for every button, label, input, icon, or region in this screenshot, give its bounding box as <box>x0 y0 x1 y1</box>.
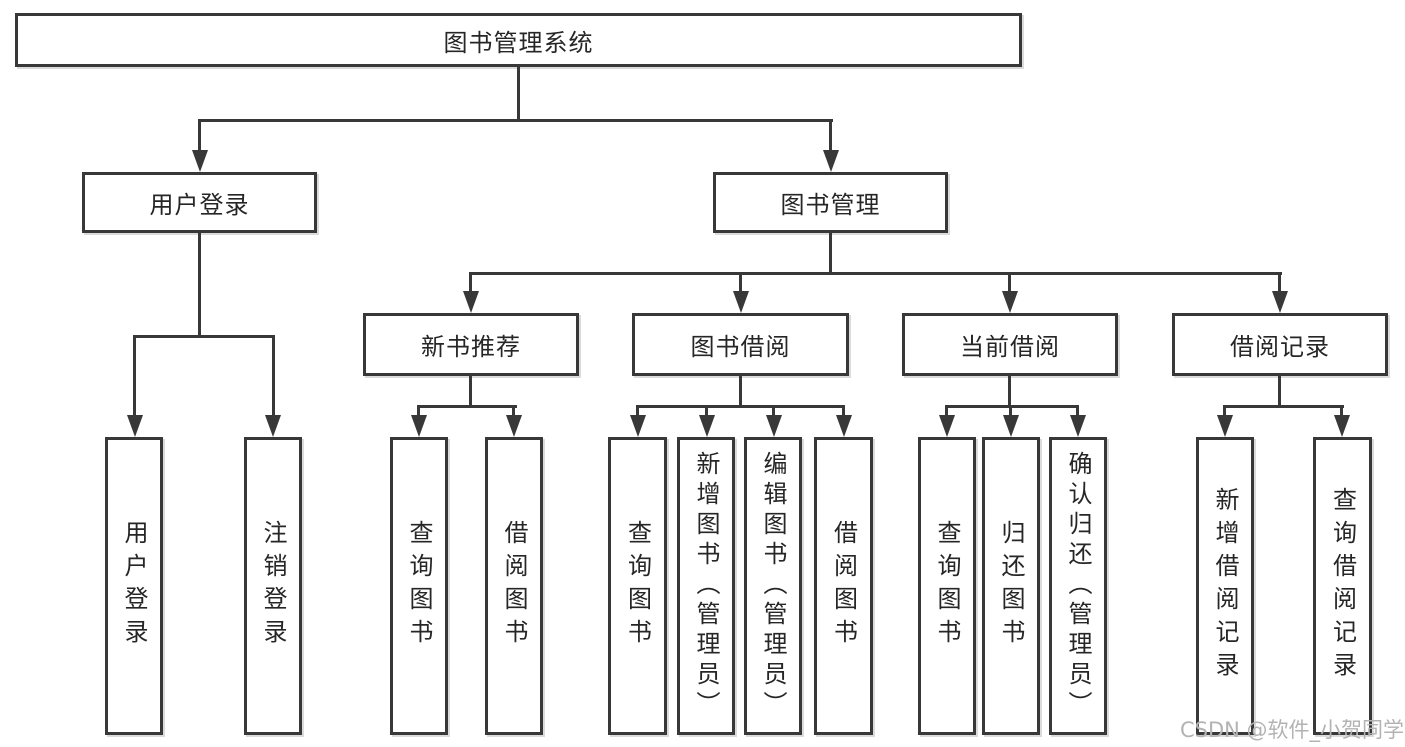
connector-arrowhead <box>1070 415 1086 437</box>
leaf-query-books-recommend: 查询图书 <box>390 437 448 735</box>
leaf-label: 新增借阅记录 <box>1211 487 1239 685</box>
connector-line <box>517 67 520 119</box>
connector-line <box>417 405 420 417</box>
connector-arrowhead <box>699 415 715 437</box>
connector-line <box>829 119 832 152</box>
node-book-borrowing: 图书借阅 <box>632 313 849 376</box>
connector-arrowhead <box>836 415 852 437</box>
leaf-label: 新增图书（管理员） <box>692 451 720 721</box>
connector-line <box>772 405 775 417</box>
leaf-label: 查询图书 <box>933 520 961 652</box>
node-label: 图书管理系统 <box>443 28 594 57</box>
node-user-login: 用户登录 <box>82 172 317 233</box>
connector-arrowhead <box>1217 415 1233 437</box>
connector-line <box>272 335 275 416</box>
node-label: 图书借阅 <box>690 333 791 361</box>
node-book-management: 图书管理 <box>713 172 948 233</box>
connector-arrowhead <box>1002 291 1018 313</box>
connector-arrowhead <box>127 415 143 437</box>
connector-line <box>705 405 708 417</box>
connector-line <box>1340 405 1343 417</box>
connector-arrowhead <box>463 291 479 313</box>
connector-line <box>1009 405 1012 417</box>
leaf-label: 注销登录 <box>259 520 287 652</box>
leaf-label: 编辑图书（管理员） <box>759 451 787 721</box>
connector-line <box>1008 376 1011 405</box>
node-label: 用户登录 <box>149 191 250 219</box>
connector-line <box>829 233 832 272</box>
node-label: 当前借阅 <box>960 333 1060 361</box>
node-current-borrowing: 当前借阅 <box>902 313 1118 376</box>
node-label: 借阅记录 <box>1230 333 1330 361</box>
leaf-label: 归还图书 <box>997 520 1025 652</box>
connector-arrowhead <box>1003 415 1019 437</box>
node-label: 图书管理 <box>780 191 881 219</box>
connector-arrowhead <box>411 415 427 437</box>
connector-arrowhead <box>265 415 281 437</box>
leaf-edit-books-admin: 编辑图书（管理员） <box>744 437 802 735</box>
connector-line <box>1008 272 1011 292</box>
connector-line <box>418 405 517 408</box>
connector-line <box>842 405 845 417</box>
connector-arrowhead <box>766 415 782 437</box>
connector-line <box>198 233 201 335</box>
node-library-management-system: 图书管理系统 <box>15 13 1022 67</box>
leaf-add-borrow-record: 新增借阅记录 <box>1196 437 1254 735</box>
node-borrowing-records: 借阅记录 <box>1172 313 1388 376</box>
connector-line <box>469 272 472 292</box>
leaf-logout-login: 注销登录 <box>244 437 302 735</box>
leaf-label: 查询图书 <box>405 520 433 652</box>
connector-line <box>1076 405 1079 417</box>
connector-arrowhead <box>506 415 522 437</box>
leaf-query-books-borrowing: 查询图书 <box>608 437 667 735</box>
connector-line <box>198 119 201 152</box>
leaf-return-books: 归还图书 <box>982 437 1040 735</box>
connector-arrowhead <box>823 150 839 172</box>
connector-line <box>469 272 1282 275</box>
connector-line <box>469 376 472 405</box>
connector-line <box>133 335 136 416</box>
connector-arrowhead <box>192 150 208 172</box>
connector-line <box>636 405 845 408</box>
connector-line <box>133 335 275 338</box>
connector-line <box>1223 405 1344 408</box>
csdn-watermark: CSDN @软件_小贺同学 <box>1180 718 1405 742</box>
connector-line <box>198 119 833 122</box>
leaf-label: 借阅图书 <box>829 520 858 652</box>
leaf-borrow-books-borrowing: 借阅图书 <box>814 437 873 735</box>
leaf-label: 借阅图书 <box>500 520 528 652</box>
connector-line <box>1223 405 1226 417</box>
connector-line <box>739 272 742 292</box>
connector-line <box>739 376 742 405</box>
leaf-query-books-current: 查询图书 <box>918 437 976 735</box>
connector-line <box>945 405 948 417</box>
connector-line <box>1278 376 1281 405</box>
leaf-label: 确认归还（管理员） <box>1064 451 1092 721</box>
leaf-label: 查询图书 <box>623 520 652 652</box>
leaf-add-books-admin: 新增图书（管理员） <box>677 437 735 735</box>
leaf-borrow-books-recommend: 借阅图书 <box>485 437 543 735</box>
leaf-label: 用户登录 <box>120 520 148 652</box>
leaf-confirm-return-admin: 确认归还（管理员） <box>1049 437 1107 735</box>
connector-line <box>512 405 515 417</box>
connector-arrowhead <box>939 415 955 437</box>
connector-line <box>1278 272 1281 292</box>
connector-arrowhead <box>630 415 646 437</box>
connector-arrowhead <box>733 291 749 313</box>
connector-line <box>945 405 1079 408</box>
connector-arrowhead <box>1334 415 1350 437</box>
node-new-book-recommendation: 新书推荐 <box>363 313 579 376</box>
connector-arrowhead <box>1272 291 1288 313</box>
connector-line <box>636 405 639 417</box>
leaf-query-borrow-record: 查询借阅记录 <box>1313 437 1372 735</box>
node-label: 新书推荐 <box>421 333 521 361</box>
leaf-label: 查询借阅记录 <box>1328 487 1357 685</box>
leaf-user-login: 用户登录 <box>105 437 163 735</box>
